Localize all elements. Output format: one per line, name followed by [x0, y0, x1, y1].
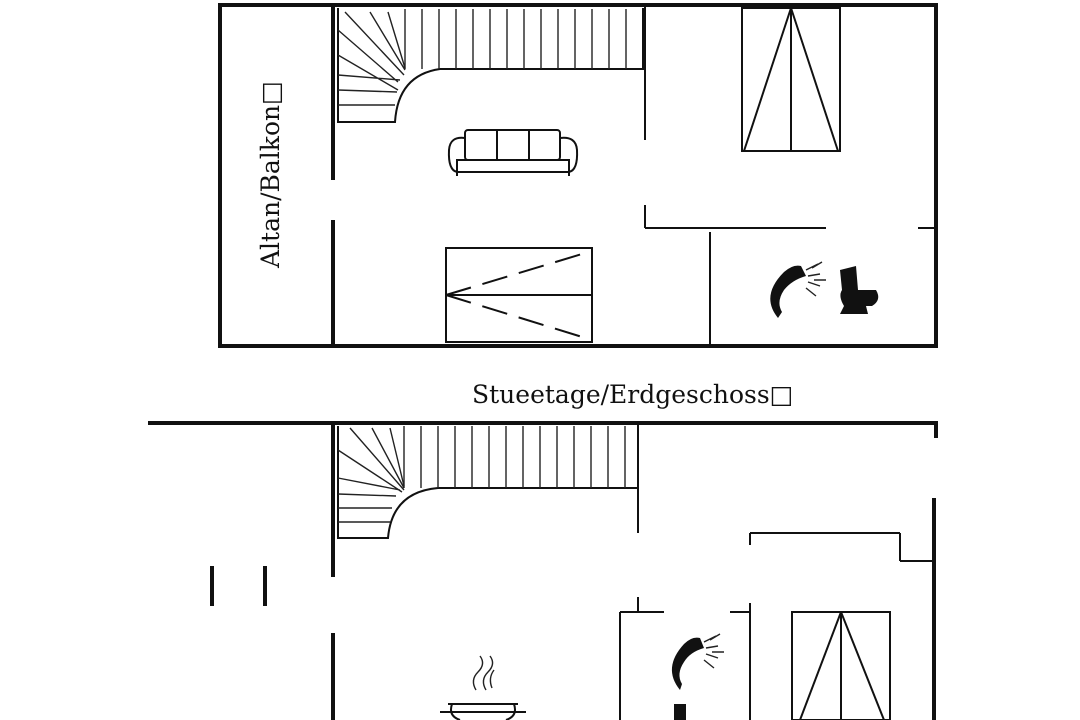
sofa-icon: [447, 129, 579, 176]
bed-icon: [791, 611, 891, 720]
shower-icon: [770, 261, 826, 318]
stairs-icon: [337, 8, 644, 123]
bed-icon: [741, 7, 841, 152]
cooking-pot-icon: [440, 655, 526, 720]
upper-floor-walls: [218, 3, 938, 348]
ground-floor: [148, 421, 938, 720]
ground-floor-walls: [148, 421, 938, 720]
upper-floor: Altan/Balkon□: [218, 3, 938, 348]
balcony-label: Altan/Balkon□: [256, 81, 285, 269]
ground-floor-title: Stueetage/Erdgeschoss□: [472, 380, 793, 409]
toilet-icon: [840, 266, 879, 314]
stairs-icon: [337, 426, 638, 539]
toilet-icon: [674, 704, 686, 720]
shower-icon: [671, 633, 724, 690]
bed-icon: [445, 247, 593, 343]
